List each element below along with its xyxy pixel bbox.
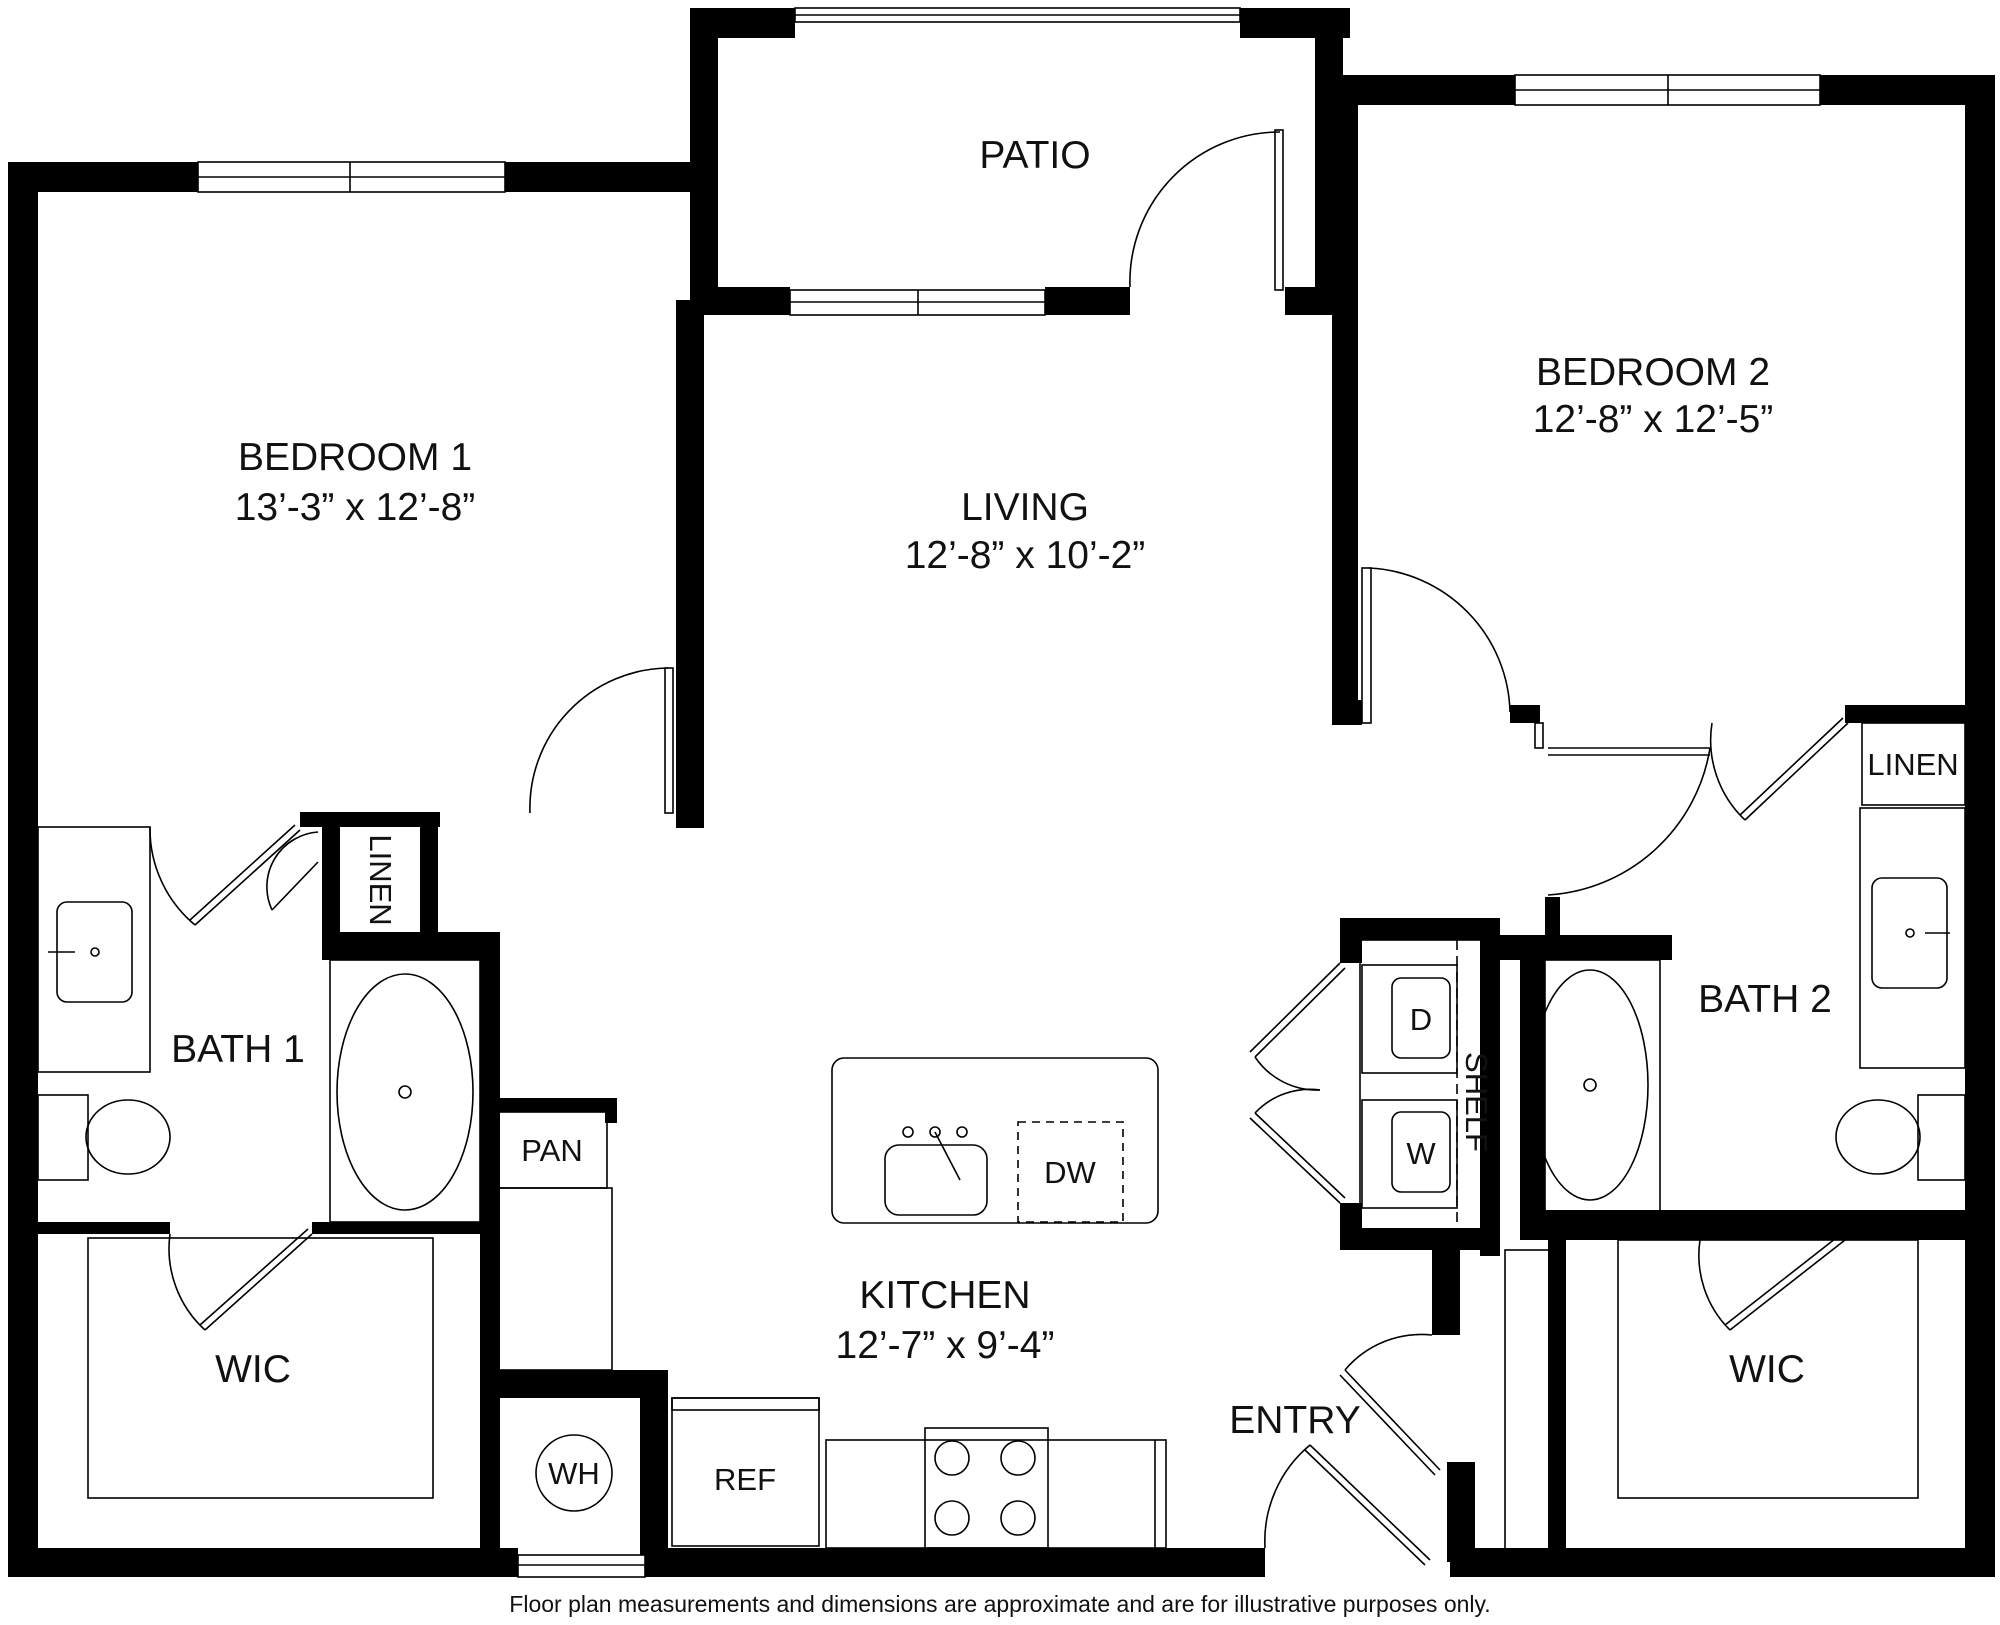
bedroom2-size: 12’-8” x 12’-5” <box>1533 398 1774 441</box>
living-name: LIVING <box>961 486 1089 529</box>
pantry-label: PAN <box>521 1133 582 1168</box>
dishwasher-label: DW <box>1044 1155 1096 1190</box>
linen1-label: LINEN <box>363 834 398 925</box>
bedroom1-name: BEDROOM 1 <box>238 436 472 479</box>
bath2-label: BATH 2 <box>1698 978 1832 1021</box>
living-size: 12’-8” x 10’-2” <box>905 534 1146 577</box>
doors <box>149 129 1849 1566</box>
shelf-label: SHELF <box>1459 1052 1494 1152</box>
fixtures <box>37 722 1966 1551</box>
bedroom2-name: BEDROOM 2 <box>1536 351 1770 394</box>
kitchen-size: 12’-7” x 9’-4” <box>836 1324 1055 1367</box>
wic2-label: WIC <box>1729 1348 1805 1391</box>
washer-label: W <box>1406 1136 1436 1171</box>
labels: PATIO BEDROOM 1 13’-3” x 12’-8” LIVING 1… <box>171 134 1958 1617</box>
dryer-label: D <box>1410 1002 1432 1037</box>
bath1-label: BATH 1 <box>171 1028 305 1071</box>
windows <box>197 7 1821 1578</box>
refrigerator-label: REF <box>714 1462 776 1497</box>
patio-label: PATIO <box>979 134 1090 177</box>
linen2-label: LINEN <box>1867 747 1958 782</box>
entry-label: ENTRY <box>1229 1399 1360 1442</box>
bedroom1-size: 13’-3” x 12’-8” <box>235 486 476 529</box>
water-heater-label: WH <box>548 1456 600 1491</box>
wic1-label: WIC <box>215 1348 291 1391</box>
kitchen-name: KITCHEN <box>859 1274 1030 1317</box>
disclaimer-text: Floor plan measurements and dimensions a… <box>509 1591 1490 1617</box>
